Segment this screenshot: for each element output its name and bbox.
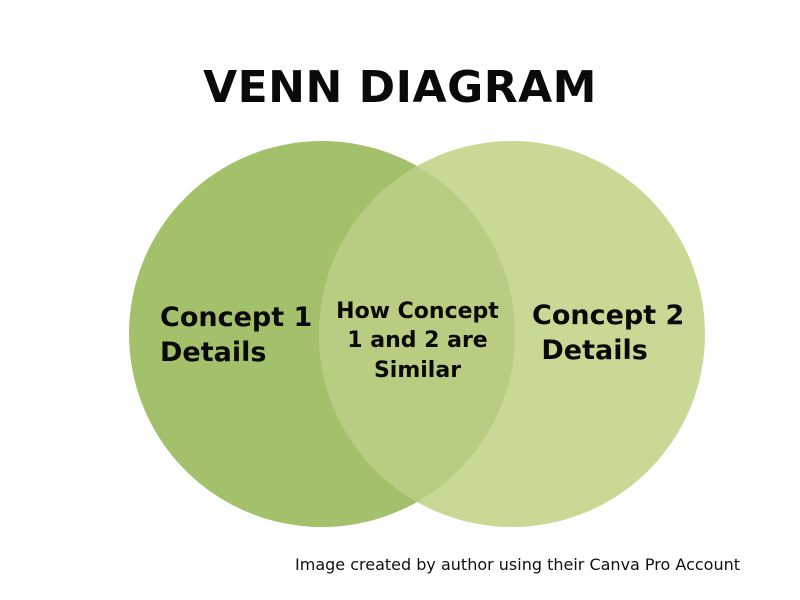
image-credit-caption: Image created by author using their Canv… xyxy=(295,555,740,574)
concept-1-label: Concept 1 Details xyxy=(160,300,340,370)
concept-2-line-1: Concept 2 xyxy=(532,300,685,331)
concept-2-line-2: Details xyxy=(532,335,648,367)
similarity-label: How Concept 1 and 2 are Similar xyxy=(330,297,505,385)
similarity-line-1: How Concept xyxy=(336,299,499,324)
concept-1-line-2: Details xyxy=(160,337,267,369)
concept-2-label: Concept 2 Details xyxy=(532,298,712,368)
similarity-line-2: 1 and 2 are xyxy=(347,328,488,354)
diagram-title: VENN DIAGRAM xyxy=(203,62,597,113)
similarity-line-3: Similar xyxy=(373,357,462,383)
concept-1-line-1: Concept 1 xyxy=(160,302,313,333)
overlap-region xyxy=(319,141,515,527)
